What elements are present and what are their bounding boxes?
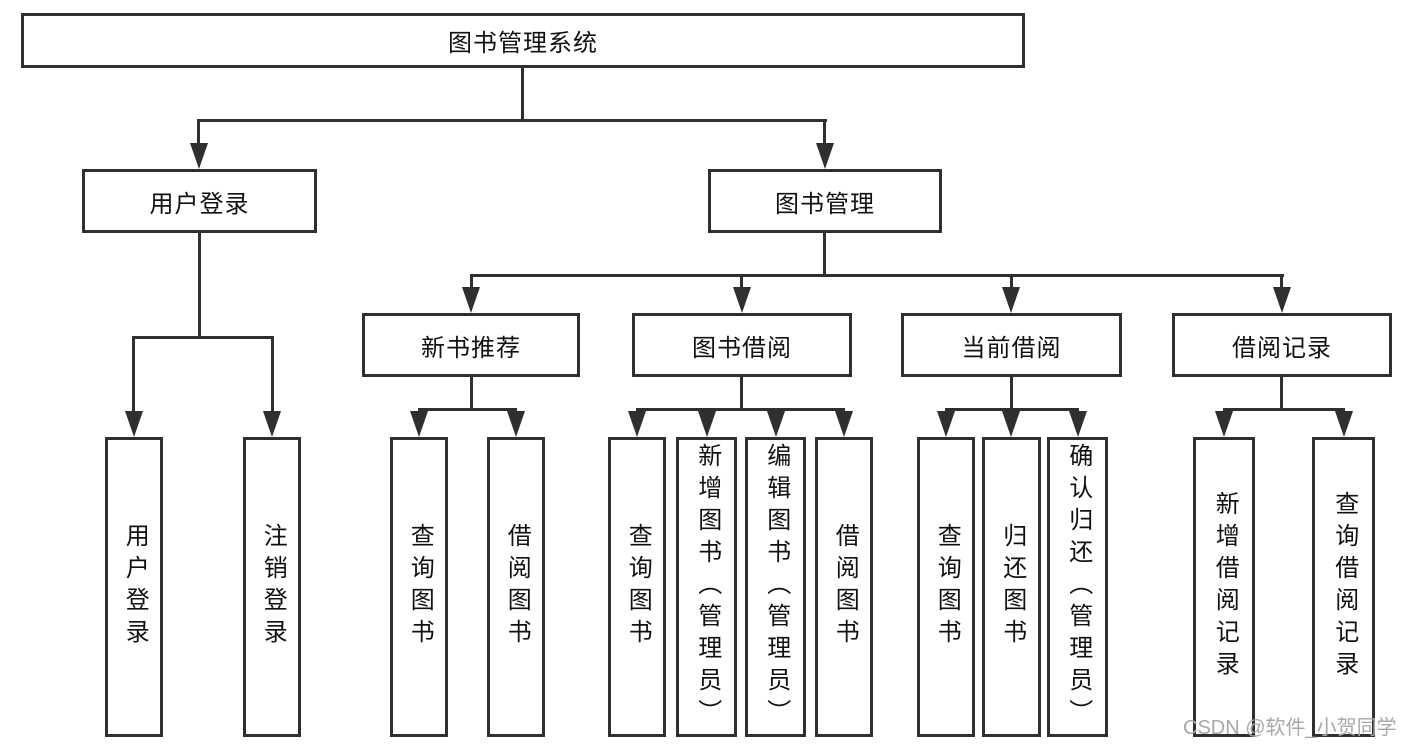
leaf-borrowing-add-book-label: 新增图书（管理员） xyxy=(693,443,721,731)
arrow-down-icon xyxy=(1002,287,1020,313)
arrow-down-icon xyxy=(410,411,428,437)
connector-line xyxy=(470,274,473,290)
arrow-down-icon xyxy=(733,287,751,313)
connector-line xyxy=(1280,274,1283,290)
connector-line xyxy=(1010,377,1013,410)
leaf-newbooks-query: 查询图书 xyxy=(390,437,448,737)
arrow-down-icon xyxy=(835,411,853,437)
connector-line xyxy=(1223,408,1345,411)
arrow-down-icon xyxy=(462,287,480,313)
arrow-down-icon xyxy=(698,411,716,437)
connector-line xyxy=(521,68,524,122)
arrow-down-icon xyxy=(263,411,281,437)
arrow-down-icon xyxy=(937,411,955,437)
arrow-down-icon xyxy=(190,143,208,169)
node-new-books: 新书推荐 xyxy=(362,313,580,377)
arrow-down-icon xyxy=(628,411,646,437)
leaf-newbooks-borrow-label: 借阅图书 xyxy=(503,523,531,651)
node-user-login: 用户登录 xyxy=(82,169,317,233)
connector-line xyxy=(823,119,826,145)
csdn-watermark: CSDN @软件_小贺同学 xyxy=(1183,717,1397,739)
connector-line xyxy=(132,336,274,339)
leaf-current-query: 查询图书 xyxy=(917,437,975,737)
connector-line xyxy=(132,336,135,413)
arrow-down-icon xyxy=(816,143,834,169)
arrow-down-icon xyxy=(1335,411,1353,437)
leaf-newbooks-borrow: 借阅图书 xyxy=(487,437,545,737)
connector-line xyxy=(198,233,201,338)
connector-line xyxy=(1010,274,1013,290)
connector-line xyxy=(945,408,1079,411)
arrow-down-icon xyxy=(1215,411,1233,437)
connector-line xyxy=(470,377,473,410)
leaf-logout-label: 注销登录 xyxy=(259,523,287,651)
connector-line xyxy=(271,336,274,413)
connector-line xyxy=(418,408,517,411)
connector-line xyxy=(1280,377,1283,410)
leaf-borrowing-borrow: 借阅图书 xyxy=(815,437,873,737)
connector-line xyxy=(823,233,826,276)
node-book-mgmt-label: 图书管理 xyxy=(775,190,875,218)
leaf-current-confirm-return-label: 确认归还（管理员） xyxy=(1064,443,1092,731)
arrow-down-icon xyxy=(125,411,143,437)
leaf-records-query-label: 查询借阅记录 xyxy=(1330,491,1358,683)
node-new-books-label: 新书推荐 xyxy=(421,334,521,362)
connector-line xyxy=(740,377,743,410)
arrow-down-icon xyxy=(767,411,785,437)
leaf-newbooks-query-label: 查询图书 xyxy=(406,523,434,651)
leaf-borrowing-edit-book: 编辑图书（管理员） xyxy=(745,437,806,737)
connector-line xyxy=(470,274,1284,277)
arrow-down-icon xyxy=(1069,411,1087,437)
leaf-user-login-label: 用户登录 xyxy=(121,523,149,651)
node-borrowing-label: 图书借阅 xyxy=(692,334,792,362)
node-borrow-records: 借阅记录 xyxy=(1172,313,1392,377)
leaf-borrowing-query: 查询图书 xyxy=(608,437,666,737)
connector-line xyxy=(740,274,743,290)
leaf-user-login: 用户登录 xyxy=(105,437,163,737)
leaf-borrowing-edit-book-label: 编辑图书（管理员） xyxy=(762,443,790,731)
leaf-current-return: 归还图书 xyxy=(982,437,1041,737)
leaf-logout: 注销登录 xyxy=(243,437,301,737)
node-borrow-records-label: 借阅记录 xyxy=(1232,334,1332,362)
leaf-borrowing-borrow-label: 借阅图书 xyxy=(831,523,859,651)
node-borrowing: 图书借阅 xyxy=(632,313,852,377)
arrow-down-icon xyxy=(507,411,525,437)
leaf-records-query: 查询借阅记录 xyxy=(1312,437,1375,737)
node-current-borrow: 当前借阅 xyxy=(901,313,1122,377)
leaf-records-add-label: 新增借阅记录 xyxy=(1211,491,1239,683)
leaf-borrowing-add-book: 新增图书（管理员） xyxy=(676,437,737,737)
leaf-borrowing-query-label: 查询图书 xyxy=(624,523,652,651)
leaf-records-add: 新增借阅记录 xyxy=(1193,437,1255,737)
leaf-current-query-label: 查询图书 xyxy=(933,523,961,651)
node-root-label: 图书管理系统 xyxy=(448,30,598,57)
connector-line xyxy=(197,119,200,145)
node-root: 图书管理系统 xyxy=(21,13,1025,68)
node-user-login-label: 用户登录 xyxy=(149,190,250,218)
node-book-mgmt: 图书管理 xyxy=(708,169,942,233)
leaf-current-return-label: 归还图书 xyxy=(998,523,1026,651)
node-current-borrow-label: 当前借阅 xyxy=(961,334,1062,362)
leaf-current-confirm-return: 确认归还（管理员） xyxy=(1047,437,1108,737)
connector-line xyxy=(197,119,827,122)
arrow-down-icon xyxy=(1002,411,1020,437)
connector-line xyxy=(636,408,845,411)
arrow-down-icon xyxy=(1273,287,1291,313)
